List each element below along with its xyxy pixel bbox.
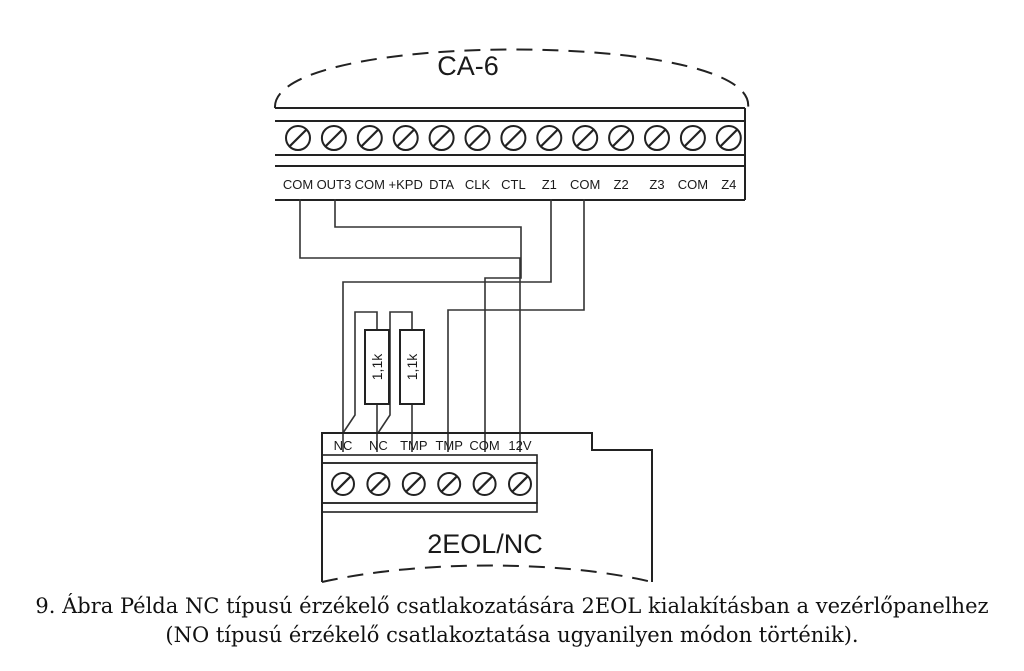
ca6-terminal-label-7-ctl: CTL (501, 177, 526, 192)
ca6-terminal-screw-1-com (285, 125, 311, 151)
ca6-terminal-screw-12-com (679, 125, 706, 151)
ca6-terminal-label-13-z4: Z4 (721, 177, 736, 192)
resistor-2-value: 1,1k (404, 353, 420, 380)
ca6-terminal-screw-2-out3 (320, 125, 347, 151)
ca6-terminal-screw-9-com (572, 125, 599, 151)
figure-caption-line-1: 9. Ábra Példa NC típusú érzékelő csatlak… (35, 594, 989, 618)
wiring (299, 199, 585, 452)
wire-com-to-12v (299, 199, 521, 452)
ca6-terminal-label-1-com: COM (283, 177, 313, 192)
ca6-cover-outline (273, 48, 750, 109)
detector-cut-outline (321, 564, 653, 583)
ca6-terminal-label-2-out3: OUT3 (317, 177, 352, 192)
ca6-terminal-screw-3-com (356, 125, 383, 151)
wire-z1-to-nc (342, 199, 552, 452)
ca6-terminal-label-4-kpd: +KPD (389, 177, 423, 192)
detector-terminal-label-2-nc: NC (369, 438, 388, 453)
resistor-2: 1,1k (399, 329, 425, 405)
wire-nc-resistor-1 (342, 311, 378, 434)
detector-terminal-label-3-tmp: TMP (400, 438, 427, 453)
ca6-terminal-screw-6-clk (464, 125, 491, 151)
detector-terminal-screw-1-nc (331, 472, 355, 496)
resistor-1-value: 1,1k (369, 353, 385, 380)
ca6-terminal-label-5-dta: DTA (429, 177, 454, 192)
resistor-1: 1,1k (364, 329, 390, 405)
wire-nc-resistor-2 (377, 311, 413, 434)
ca6-terminal-label-10-z2: Z2 (614, 177, 629, 192)
ca6-terminal-screw-4-kpd (392, 125, 419, 151)
detector-terminal-label-1-nc: NC (334, 438, 353, 453)
ca6-terminal-screws (285, 125, 742, 151)
ca6-terminal-label-9-com: COM (570, 177, 600, 192)
detector-terminal-screw-6-12v (508, 472, 532, 496)
detector-terminal-screw-5-com (472, 472, 497, 496)
detector-terminal-labels: NC NC TMP TMP COM 12V (334, 438, 532, 453)
ca6-terminal-screw-10-z2 (608, 125, 635, 151)
figure-caption-line-2: (NO típusú érzékelő csatlakoztatása ugya… (165, 623, 859, 647)
ca6-terminal-screw-7-ctl (500, 125, 527, 151)
detector-terminal-label-4-tmp: TMP (435, 438, 462, 453)
ca6-terminal-screw-11-z3 (644, 125, 670, 151)
ca6-title: CA-6 (437, 51, 499, 81)
ca6-terminal-screw-8-z1 (536, 125, 563, 151)
ca6-terminal-label-11-z3: Z3 (649, 177, 664, 192)
ca6-terminal-label-6-clk: CLK (465, 177, 491, 192)
wire-com-to-tmp (447, 199, 585, 452)
detector-terminal-screws (331, 472, 532, 496)
detector-terminal-screw-3-tmp (401, 472, 426, 496)
ca6-terminal-label-8-z1: Z1 (542, 177, 557, 192)
ca6-terminal-screw-13-z4 (715, 125, 742, 151)
detector-title: 2EOL/NC (427, 529, 543, 559)
ca6-terminal-label-12-com: COM (678, 177, 708, 192)
detector-terminal-screw-2-nc (366, 472, 391, 496)
ca6-terminal-screw-5-dta (428, 125, 455, 151)
detector-terminal-label-5-com: COM (469, 438, 499, 453)
wire-out3-to-com (334, 199, 522, 452)
detector-terminal-screw-4-tmp (437, 472, 462, 496)
detector-terminal-label-6-12v: 12V (508, 438, 531, 453)
detector-module: NC NC TMP TMP COM 12V 2EOL/NC (321, 432, 653, 583)
ca6-terminal-label-3-com: COM (355, 177, 385, 192)
